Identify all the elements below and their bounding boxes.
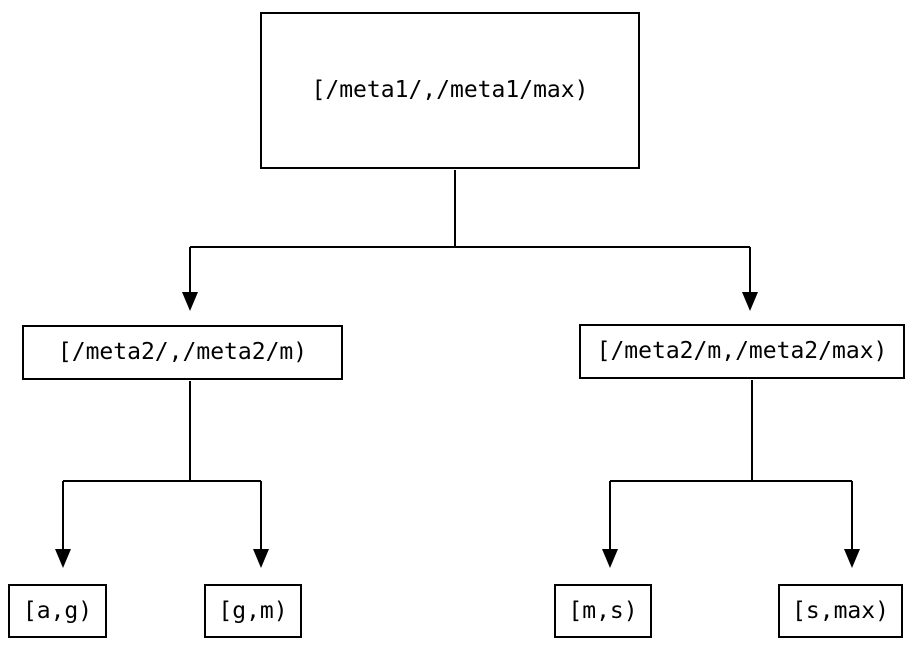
node-leaf-smax-label: [s,max) [792, 597, 889, 624]
node-root-range-label: [/meta1/,/meta1/max) [311, 77, 589, 103]
node-left-range: [/meta2/,/meta2/m) [22, 325, 343, 380]
edge-root-children [189, 170, 751, 293]
node-right-range: [/meta2/m,/meta2/max) [579, 324, 905, 379]
arrowhead-down-icon [55, 549, 71, 568]
node-right-range-label: [/meta2/m,/meta2/max) [596, 338, 888, 364]
node-leaf-ag-label: [a,g) [22, 597, 93, 624]
arrowhead-down-icon [742, 292, 758, 311]
node-root-range: [/meta1/,/meta1/max) [260, 12, 640, 169]
node-left-range-label: [/meta2/,/meta2/m) [57, 339, 308, 365]
arrowhead-down-icon [253, 549, 269, 568]
node-leaf-gm: [g,m) [204, 584, 302, 638]
arrowhead-down-icon [182, 292, 198, 311]
arrowhead-down-icon [844, 549, 860, 568]
node-leaf-ms-label: [m,s) [568, 597, 638, 624]
arrowhead-down-icon [602, 549, 618, 568]
node-leaf-smax: [s,max) [778, 584, 903, 638]
node-leaf-ag: [a,g) [8, 584, 107, 638]
edge-right-children [609, 380, 853, 550]
edge-left-children [62, 381, 262, 550]
node-leaf-gm-label: [g,m) [218, 597, 288, 624]
node-leaf-ms: [m,s) [554, 584, 652, 638]
